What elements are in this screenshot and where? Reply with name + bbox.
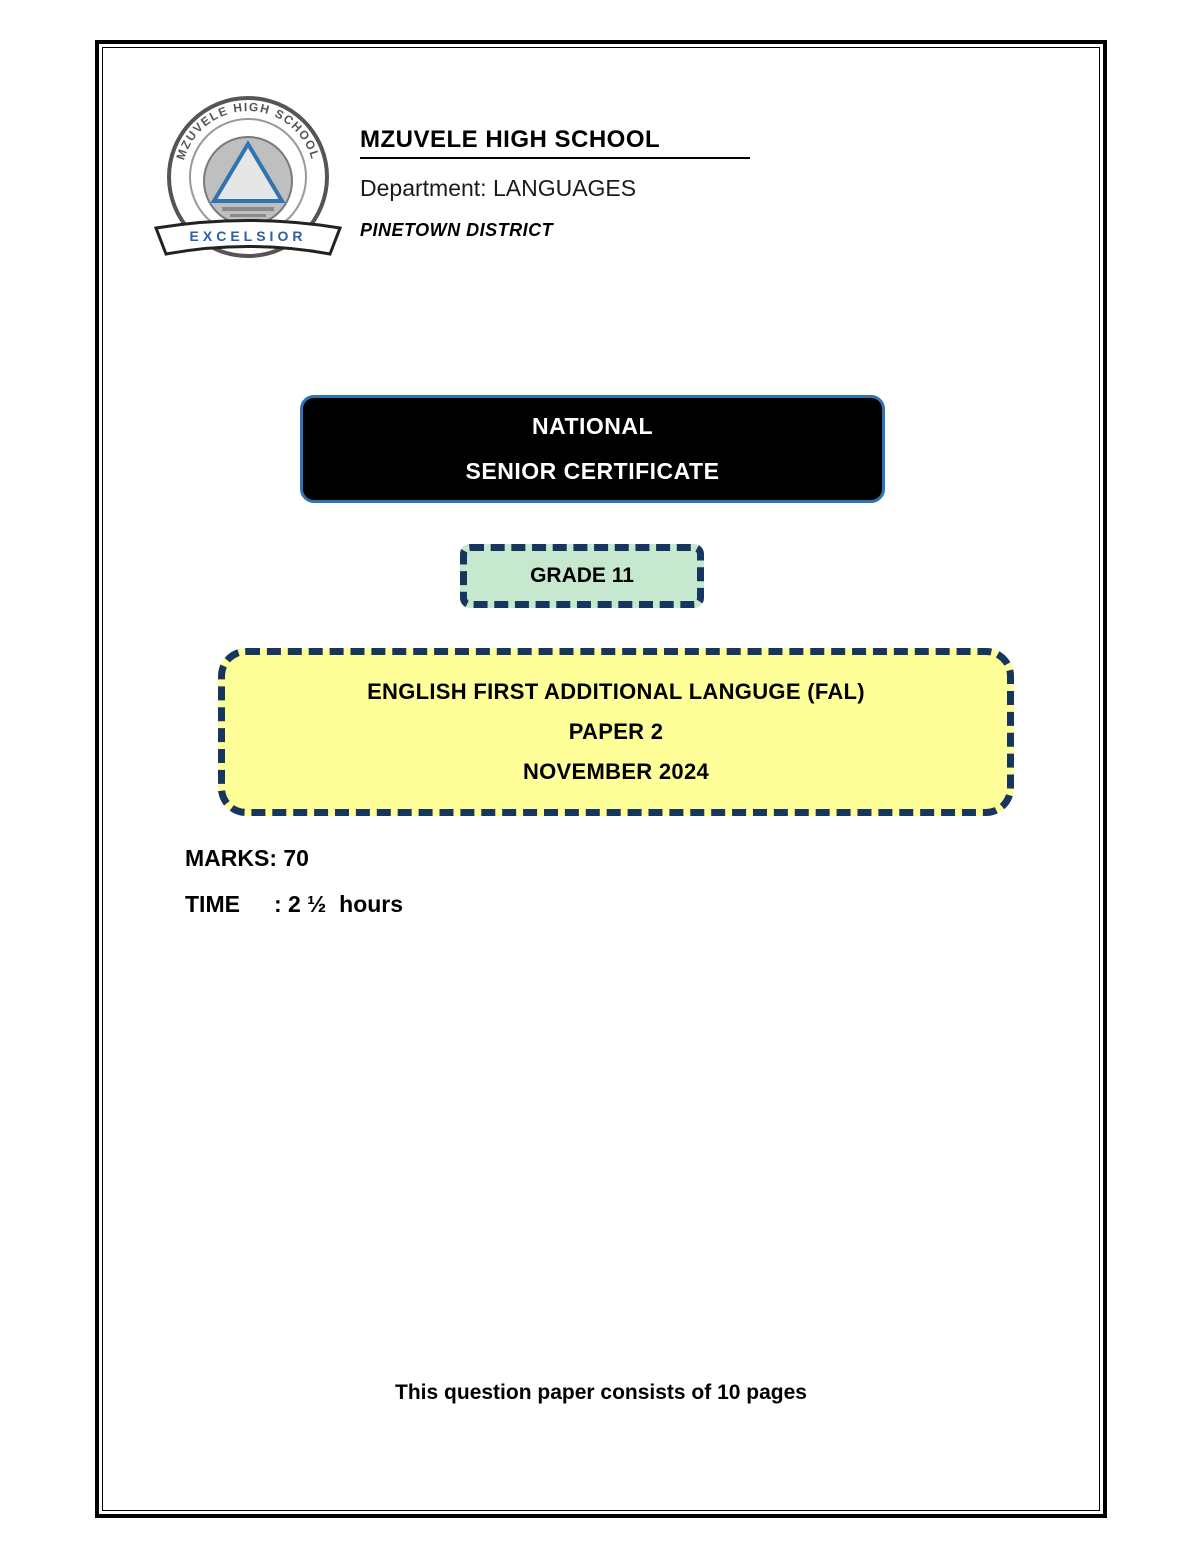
time-line: TIME : 2 ½ hours [185,891,403,918]
grade-box: GRADE 11 [460,544,704,608]
grade-label: GRADE 11 [530,564,634,587]
national-certificate-box: NATIONAL SENIOR CERTIFICATE [300,395,885,503]
time-value: : 2 ½ hours [273,891,404,917]
school-logo: MZUVELE HIGH SCHOOL EXCELSIOR [148,80,348,270]
school-name: MZUVELE HIGH SCHOOL [360,126,751,159]
subject-line-2: PAPER 2 [568,719,664,744]
footer-note: This question paper consists of 10 pages [395,1381,807,1404]
school-header: MZUVELE HIGH SCHOOL Department: LANGUAGE… [360,126,751,241]
marks-value: 70 [283,845,309,871]
page-border-inner [102,47,1100,1511]
logo-step-line [222,207,274,211]
time-label: TIME [185,891,240,917]
logo-step-line [230,214,266,217]
page-border-outer [95,40,1107,1518]
subject-line-3: NOVEMBER 2024 [522,759,710,784]
logo-motto-banner: EXCELSIOR [153,219,343,256]
district-line: PINETOWN DISTRICT [360,220,554,240]
school-crest-icon: MZUVELE HIGH SCHOOL EXCELSIOR [153,96,343,258]
marks-line: MARKS: 70 [185,845,309,872]
department-label: Department: [360,175,487,201]
logo-triangle-icon [210,140,286,203]
marks-label: MARKS: [185,845,277,871]
certificate-line-1: NATIONAL [531,413,654,439]
department-line: Department: LANGUAGES [360,175,750,202]
logo-motto-text: EXCELSIOR [190,228,307,244]
subject-box: ENGLISH FIRST ADDITIONAL LANGUGE (FAL) P… [218,648,1014,816]
certificate-line-2: SENIOR CERTIFICATE [465,458,720,484]
subject-line-1: ENGLISH FIRST ADDITIONAL LANGUGE (FAL) [367,679,865,704]
department-value: LANGUAGES [492,175,637,201]
